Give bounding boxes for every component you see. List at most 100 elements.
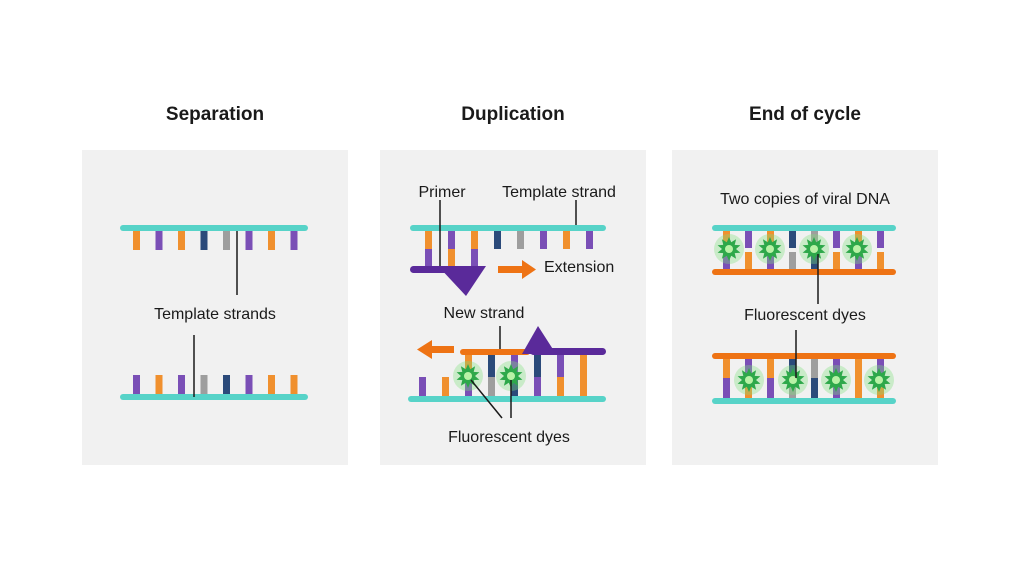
fluorescent-dye-icon [842,234,872,264]
base-pair [425,249,432,266]
base-pair [494,231,501,249]
base-pair [855,231,862,248]
base-pair [471,249,478,266]
fluorescent-dye-icon [734,365,764,395]
base-pair [419,377,426,396]
fluorescent-dye-icon [714,234,744,264]
end-top-template-backbone [712,225,896,231]
extension-arrow-head [522,260,536,279]
base-pair [767,359,774,378]
fluorescent-dye-icon [778,365,808,395]
base-pair [833,359,840,378]
base-pair [155,375,163,394]
separation-top-strand-backbone [120,225,308,231]
base-pair [855,378,862,398]
base-pair [511,355,518,377]
fluorescent-dye-icon [755,234,785,264]
base-pair [488,355,495,377]
end-bottom-new-backbone [712,353,896,359]
base-pair [200,375,208,394]
base-pair [540,231,547,249]
base-pair [723,359,730,378]
base-pair [290,375,298,394]
base-pair [178,375,185,394]
fluorescent-dye-icon [799,234,829,264]
new-strand-label: New strand [444,305,525,322]
base-pair [563,231,570,249]
base-pair [471,231,478,249]
fluorescent-dyes-label: Fluorescent dyes [448,429,570,446]
end-bottom-template-backbone [712,398,896,404]
base-pair [488,377,495,396]
base-pair [425,231,432,249]
separation-bottom-bases [133,375,298,394]
primer-label: Primer [418,184,466,201]
primer-polymerase [438,266,486,296]
fluorescent-dye-icon [453,361,483,391]
base-pair [723,252,730,269]
separation-title: Separation [165,104,265,125]
base-pair [178,231,185,250]
base-pair [745,231,752,248]
end-fluorescent-dyes-label: Fluorescent dyes [744,307,866,324]
base-pair [723,378,730,398]
separation-panel: Template strands [82,150,348,465]
base-pair [245,375,253,394]
base-pair [517,231,524,249]
end-of-cycle-panel: Two copies of viral DNA Fluorescent dyes [672,150,938,465]
base-pair [789,231,796,248]
end-top-new-backbone [712,269,896,275]
end-of-cycle-diagram: Two copies of viral DNA Fluorescent dyes [712,191,896,404]
base-pair [534,355,541,377]
base-pair [223,375,230,394]
base-pair [833,231,840,248]
base-pair [268,231,275,250]
base-pair [767,252,774,269]
duplication-new-strand-bases [465,355,587,377]
base-pair [723,231,730,248]
duplication-diagram: Primer Template strand Extension New str… [408,184,616,446]
duplication-primer-bases [425,249,478,266]
base-pair [223,231,230,250]
fluorescent-dye-icon [496,361,526,391]
base-pair [557,377,564,396]
base-pair [789,252,796,269]
fluorescent-dyes-pointer-1 [470,379,503,419]
duplication-title: Duplication [461,104,565,125]
base-pair [155,231,163,250]
end-fluorescent-dyes [714,234,894,395]
base-pair [745,252,752,269]
base-pair [448,249,455,266]
base-pair [511,377,518,396]
base-pair [745,359,752,378]
extension-label: Extension [544,259,614,276]
base-pair [448,231,455,249]
base-pair [855,359,862,378]
end-of-cycle-title: End of cycle [749,104,861,125]
base-pair [833,252,840,269]
extension-arrow-left-shaft [430,346,454,353]
base-pair [789,359,796,378]
base-pair [557,355,564,377]
duplication-panel: Primer Template strand Extension New str… [380,150,646,465]
template-strand-label: Template strand [502,184,616,201]
base-pair [811,359,818,378]
base-pair [877,231,884,248]
base-pair [133,375,140,394]
duplication-top-template-backbone [410,225,606,231]
base-pair [767,378,774,398]
duplication-top-bases [425,231,593,249]
base-pair [586,231,593,249]
separation-bottom-strand-backbone [120,394,308,400]
base-pair [811,378,818,398]
separation-top-bases [133,231,298,250]
base-pair [855,252,862,269]
base-pair [200,231,208,250]
fluorescent-dye-icon [864,365,894,395]
base-pair [133,231,140,250]
new-strand-polymerase [522,326,556,354]
base-pair [534,377,541,396]
extension-arrow-shaft [498,266,524,273]
extension-arrow-left-head [417,340,432,359]
base-pair [245,231,253,250]
